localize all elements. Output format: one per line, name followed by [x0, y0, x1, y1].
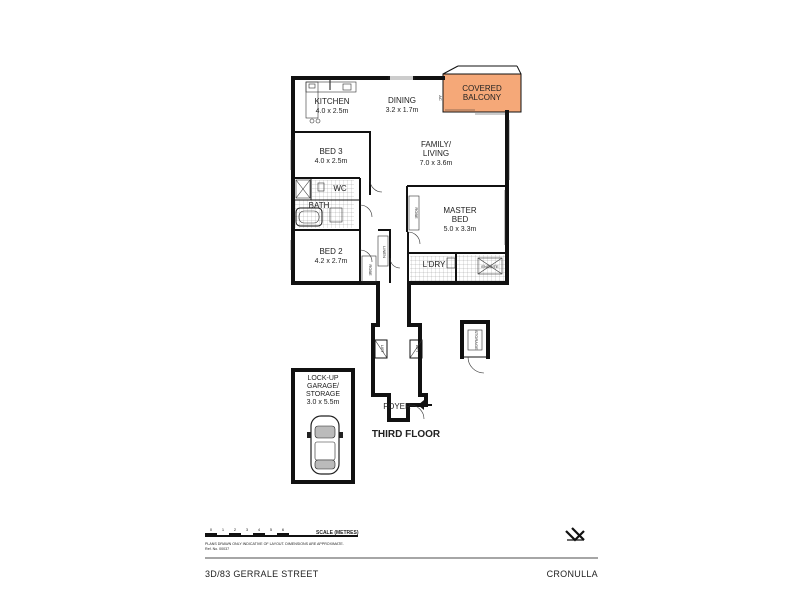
- kitchen-dims: 4.0 x 2.5m: [316, 108, 349, 115]
- foyer-label: FOYER: [383, 402, 411, 411]
- scale-bar: 0 1 2 3 4 5 6 SCALE (METRES): [205, 527, 359, 537]
- ensuite-label: ENSUITE: [481, 264, 499, 269]
- garage-label-3: STORAGE: [306, 391, 340, 398]
- storage-label: STORAGE: [474, 330, 479, 350]
- dining-label: DINING: [388, 96, 416, 105]
- scale-label: SCALE (METRES): [316, 530, 359, 536]
- master-label-2: BED: [452, 215, 469, 224]
- exterior-walls: [291, 76, 509, 422]
- suburb-text: CRONULLA: [547, 569, 598, 579]
- garage: [291, 368, 355, 484]
- scale-tick-0: 0: [210, 527, 213, 532]
- linen-label: LINEN: [382, 246, 387, 258]
- family-label-1: FAMILY/: [421, 140, 452, 149]
- balcony-label-2: BALCONY: [463, 93, 502, 102]
- scale-tick-1: 1: [222, 527, 225, 532]
- ac-label: AC: [438, 95, 443, 101]
- lift-label-right: LIFT: [415, 345, 420, 354]
- wc-tiles: [312, 180, 354, 200]
- garage-dims: 3.0 x 5.5m: [307, 399, 340, 406]
- balcony-label-1: COVERED: [462, 84, 502, 93]
- ldry-tiles: [410, 256, 456, 281]
- master-dims: 5.0 x 3.3m: [444, 226, 477, 233]
- family-dims: 7.0 x 3.6m: [420, 160, 453, 167]
- disclaimer-line1: PLANS DRAWN ONLY INDICATIVE OF LAYOUT. D…: [205, 542, 344, 546]
- wc-label: WC: [333, 184, 347, 193]
- dining-dims: 3.2 x 1.7m: [386, 107, 419, 114]
- bed2-label: BED 2: [319, 247, 343, 256]
- master-label-1: MASTER: [443, 206, 477, 215]
- north-arrow-icon: [565, 527, 585, 542]
- lift-label-left: LIFT: [380, 345, 385, 354]
- garage-label-2: GARAGE/: [307, 383, 339, 390]
- bed3-label: BED 3: [319, 147, 343, 156]
- car-icon: [307, 415, 343, 475]
- floor-label: THIRD FLOOR: [372, 429, 441, 440]
- bed2-dims: 4.2 x 2.7m: [315, 258, 348, 265]
- robe-master-label: ROBE: [414, 207, 419, 219]
- bath-tiles: [294, 200, 354, 228]
- ensuite-tiles: [457, 255, 505, 281]
- bath-label: BATH: [309, 201, 330, 210]
- scale-tick-5: 5: [270, 527, 273, 532]
- scale-tick-6: 6: [282, 527, 285, 532]
- bed3-dims: 4.0 x 2.5m: [315, 158, 348, 165]
- robe-bed2-label: ROBE: [368, 264, 373, 276]
- scale-tick-4: 4: [258, 527, 261, 532]
- covered-balcony: [442, 73, 522, 113]
- scale-tick-3: 3: [246, 527, 249, 532]
- interior-walls: [293, 78, 507, 283]
- ldry-label: L'DRY: [423, 260, 446, 269]
- family-label-2: LIVING: [423, 149, 449, 158]
- garage-label-1: LOCK-UP: [307, 375, 338, 382]
- scale-tick-2: 2: [234, 527, 237, 532]
- disclaimer-line2: Ref. No. 00037: [205, 547, 229, 551]
- kitchen-label: KITCHEN: [314, 97, 349, 106]
- address-text: 3D/83 GERRALE STREET: [205, 569, 319, 579]
